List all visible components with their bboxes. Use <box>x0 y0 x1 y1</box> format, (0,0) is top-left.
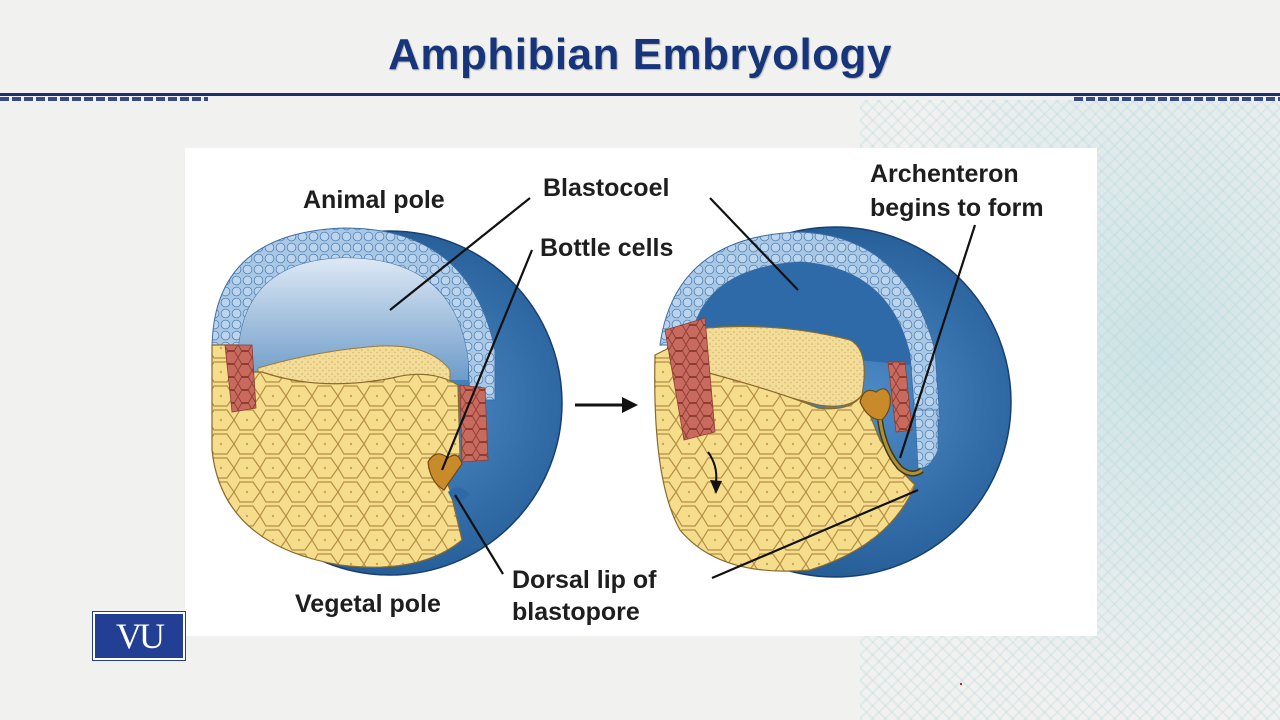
label-archenteron-line2: begins to form <box>870 194 1044 222</box>
leader-archenteron <box>898 224 977 459</box>
left-bottle-cells <box>427 453 463 491</box>
slide-title: Amphibian Embryology <box>388 30 892 79</box>
transition-arrow <box>575 397 638 413</box>
leader-dorsal-lip-right <box>711 488 919 580</box>
label-archenteron-line1: Archenteron <box>870 160 1019 188</box>
right-bottle-cells <box>859 388 891 421</box>
right-mesoderm-right <box>887 361 913 433</box>
right-embryo <box>654 226 1012 578</box>
title-divider <box>0 93 1280 96</box>
right-movement-arrow <box>707 451 718 483</box>
left-embryo <box>211 227 563 576</box>
label-dorsal-lip-line1: Dorsal lip of <box>512 566 657 594</box>
right-yolk-cells <box>654 329 916 572</box>
leader-dorsal-lip-left <box>454 494 504 575</box>
vu-logo: VU <box>93 612 185 660</box>
right-blastopore-lip <box>914 409 939 469</box>
label-vegetal-pole: Vegetal pole <box>295 590 441 618</box>
title-divider-dashes-left <box>0 97 208 101</box>
right-movement-arrowhead <box>710 480 722 494</box>
left-mesoderm-right <box>459 384 489 463</box>
right-archenteron-inner <box>878 419 923 475</box>
title-divider-dashes-right <box>1074 97 1280 101</box>
label-blastocoel: Blastocoel <box>543 174 669 202</box>
right-mesoderm-left <box>664 317 716 441</box>
left-blastopore <box>448 487 470 502</box>
left-mesoderm-left <box>224 344 257 413</box>
label-bottle-cells: Bottle cells <box>540 234 673 262</box>
leader-bottle-cells <box>440 249 534 471</box>
label-animal-pole: Animal pole <box>303 186 445 214</box>
leader-blastocoel-left <box>389 197 531 311</box>
leader-blastocoel-right <box>709 197 799 291</box>
red-dot <box>960 683 962 685</box>
label-dorsal-lip-line2: blastopore <box>512 598 640 626</box>
left-yolk-cells <box>211 344 463 568</box>
leader-lines <box>389 197 977 580</box>
